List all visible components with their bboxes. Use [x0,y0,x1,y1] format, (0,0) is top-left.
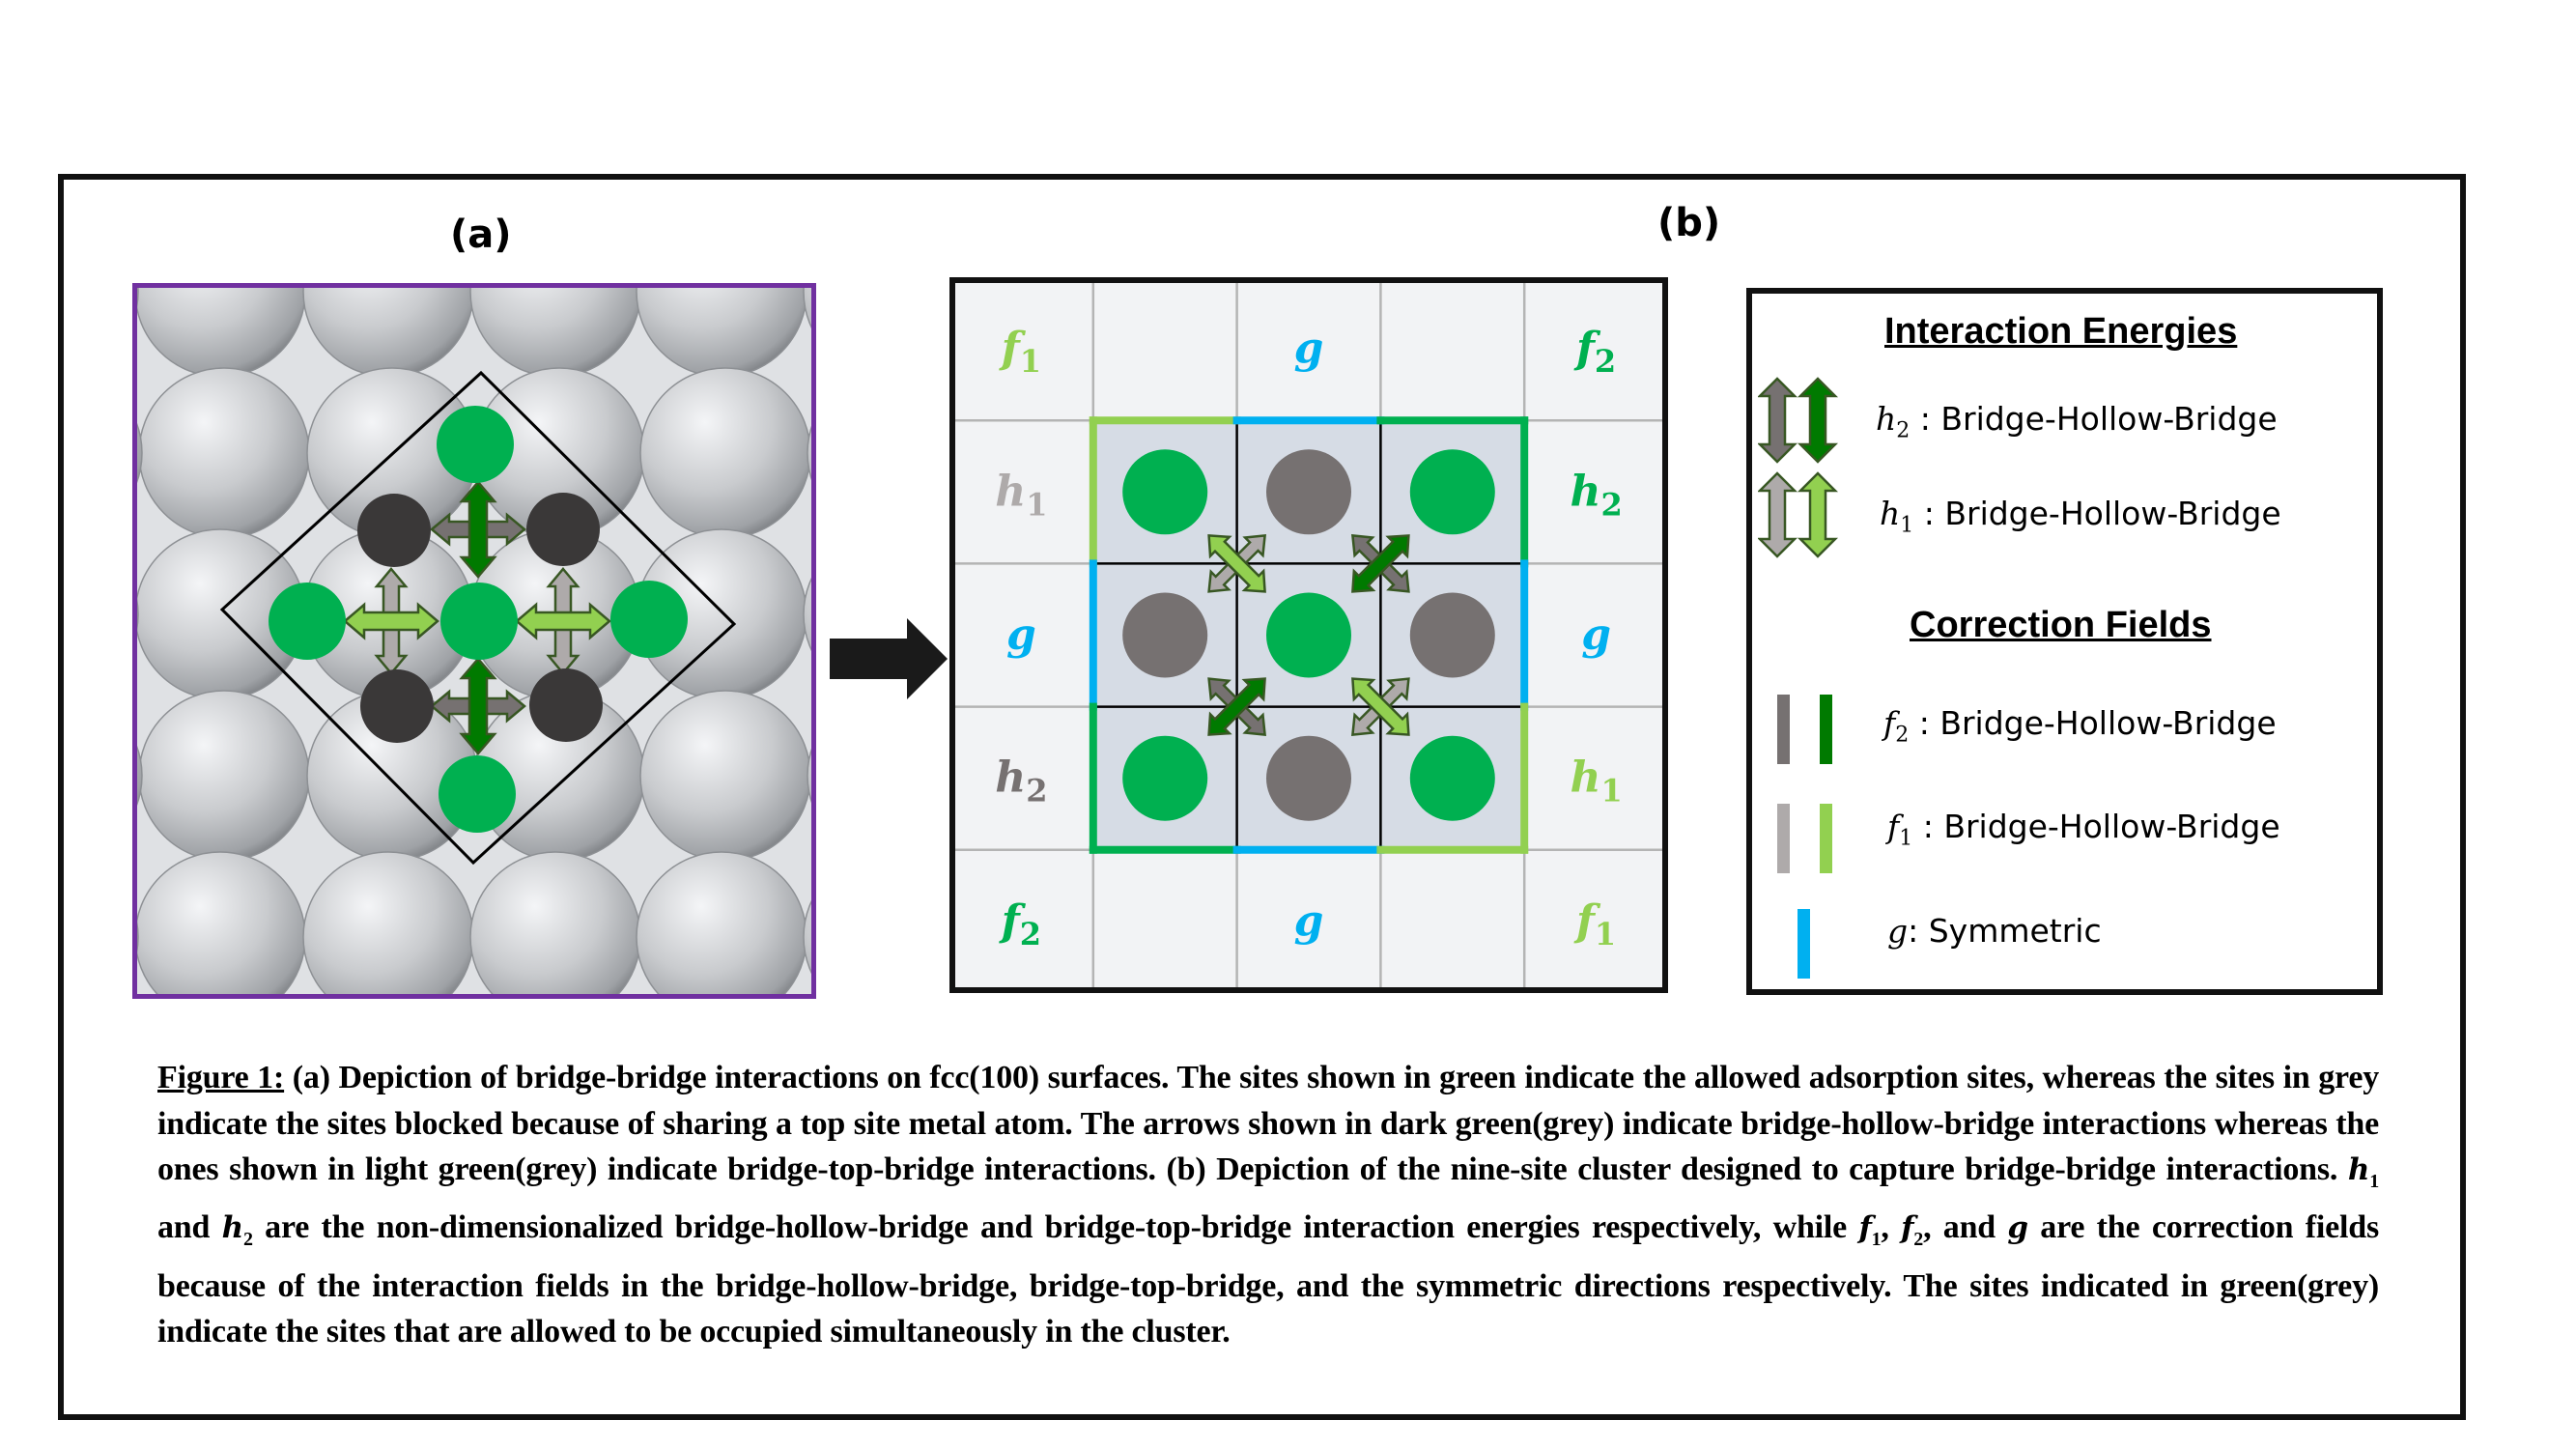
bridge-hollow-arrow-dark-green [459,480,497,579]
allowed-site [1122,735,1208,821]
legend-interaction-title: Interaction Energies [1884,311,2238,352]
blocked-site [1122,592,1208,678]
figure-label: Figure 1: [157,1060,285,1095]
allowed-site [610,581,688,658]
legend-f2-label: f2 : Bridge-Hollow-Bridge [1883,704,2277,748]
legend-h2-label: h2 : Bridge-Hollow-Bridge [1876,400,2278,443]
label-g: g [1294,324,1324,373]
label-g: g [1581,611,1611,660]
legend-g-label: g: Symmetric [1887,912,2102,950]
cluster-diamond [219,370,737,866]
f1-grey-bar [1777,804,1790,873]
bridge-hollow-arrow-dark-green [459,657,497,755]
label-g: g [1006,611,1036,660]
metal-atom [138,690,310,862]
legend-correction-title: Correction Fields [1910,605,2212,645]
bridge-top-arrow-light-green [343,602,439,640]
figure-frame [58,174,2466,1420]
blocked-site [360,669,434,743]
blocked-site [529,668,603,742]
blocked-site [1266,735,1351,821]
metal-atom-layer [132,283,816,999]
right-arrow-icon [830,618,948,699]
bridge-hollow-arrow-dark-green [1351,534,1410,593]
panel-a-surface [132,283,816,999]
metal-atom [639,690,811,862]
bridge-top-arrow-light-green [515,602,611,640]
legend-box: Interaction Energies h2 : Bridge-Hollow-… [1746,288,2383,995]
allowed-site [1266,592,1351,678]
h1-arrows-icon [1758,471,1839,558]
blocked-site [1266,449,1351,535]
adsorption-sites [269,406,688,833]
panel-a-label: (a) [450,213,512,257]
metal-atom [639,367,811,539]
blocked-site [1409,592,1495,678]
legend-f1-label: f1 : Bridge-Hollow-Bridge [1887,808,2280,851]
blocked-site [526,493,600,566]
f2-grey-bar [1777,695,1790,764]
metal-atom [138,367,310,539]
legend-h1-label: h1 : Bridge-Hollow-Bridge [1880,495,2281,538]
figure-caption: Figure 1: (a) Depiction of bridge-bridge… [157,1060,2380,1350]
allowed-site [437,406,514,483]
f2-green-bar [1820,695,1832,764]
allowed-site [1409,735,1495,821]
label-g: g [1294,896,1324,946]
h2-arrows-icon [1758,377,1839,464]
g-blue-bar [1798,909,1810,979]
allowed-site [440,582,518,660]
bridge-top-arrow-light-green [1207,534,1266,593]
blocked-site [357,494,431,567]
nine-site-cluster [1089,416,1529,854]
bridge-top-arrow-light-green [1351,677,1410,736]
allowed-site [439,755,516,833]
panel-a-border [132,283,816,999]
allowed-site [1409,449,1495,535]
f1-green-bar [1820,804,1832,873]
allowed-site [1122,449,1208,535]
bridge-hollow-arrow-dark-green [1207,677,1266,736]
panel-b-border [949,277,1668,993]
panel-b-label: (b) [1657,201,1721,245]
allowed-site [269,582,346,660]
